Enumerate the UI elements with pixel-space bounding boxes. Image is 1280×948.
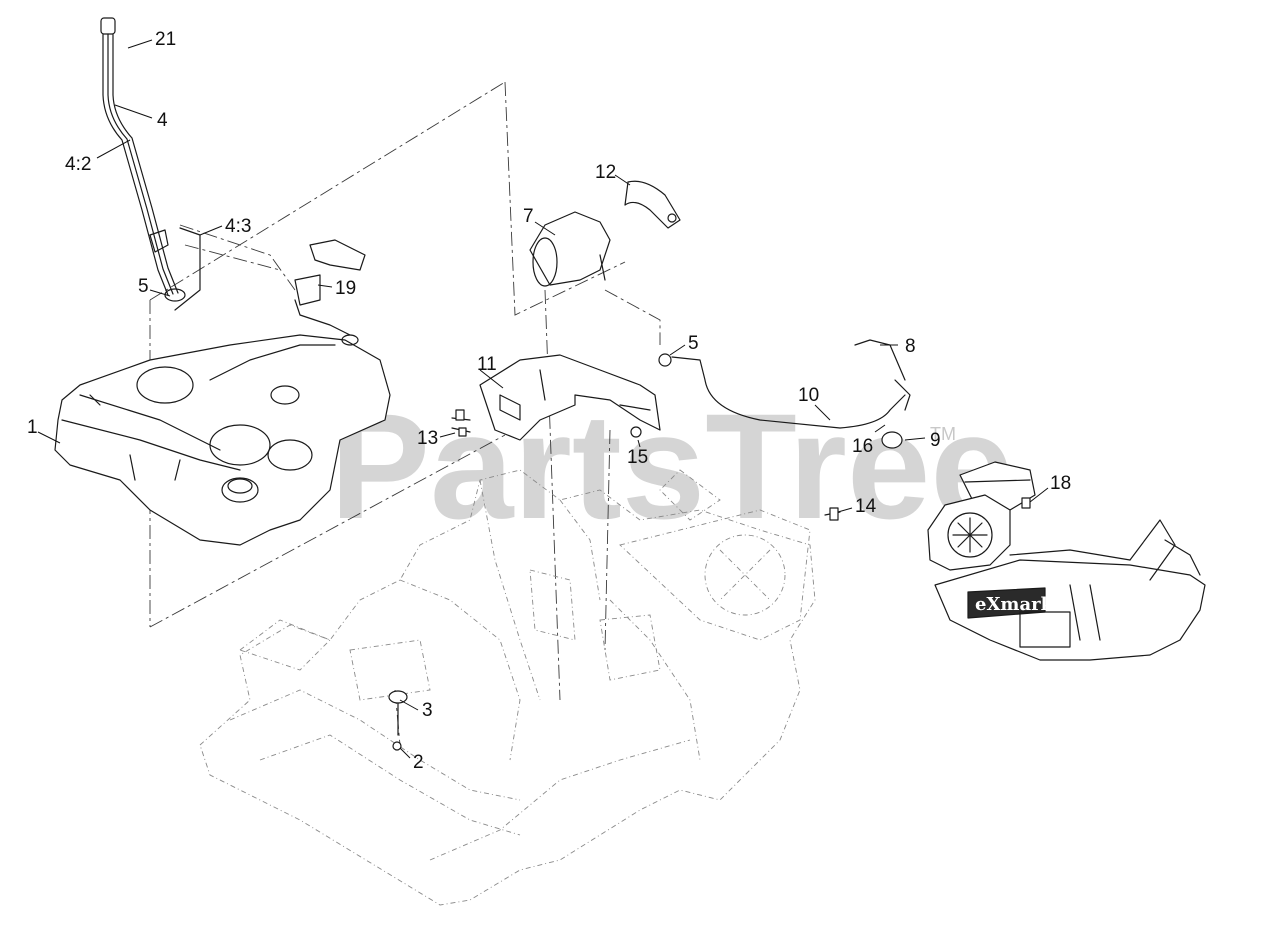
callout-13: 13 [417, 428, 438, 449]
watermark: PartsTree TM [330, 382, 1014, 550]
engine-brand-label: eXmark [975, 594, 1054, 615]
callout-labels: 21 4 4:2 4:3 5 19 1 12 7 5 8 11 10 13 15… [27, 29, 1071, 773]
callout-9: 9 [930, 430, 941, 451]
fasteners [388, 409, 841, 751]
callout-4-2: 4:2 [65, 154, 91, 175]
callout-19: 19 [335, 278, 356, 299]
callout-18: 18 [1050, 473, 1071, 494]
callout-2: 2 [413, 752, 424, 773]
callout-15: 15 [627, 447, 648, 468]
leader-lines [37, 39, 1049, 759]
fuel-tank [54, 334, 391, 546]
callout-8: 8 [905, 336, 916, 357]
callout-16: 16 [852, 436, 873, 457]
bracket-19 [294, 239, 366, 336]
callout-21: 21 [155, 29, 176, 50]
callout-4: 4 [157, 110, 168, 131]
callout-3: 3 [422, 700, 433, 721]
engine: eXmark [927, 461, 1206, 661]
mount-bracket [479, 354, 661, 441]
callout-12: 12 [595, 162, 616, 183]
callout-5-left: 5 [138, 276, 149, 297]
callout-7: 7 [523, 206, 534, 227]
filter-9 [881, 431, 903, 449]
callout-11: 11 [477, 354, 497, 375]
callout-4-3: 4:3 [225, 216, 251, 237]
canister-strap [624, 180, 681, 229]
callout-5-right: 5 [688, 333, 699, 354]
vent-hose [658, 339, 911, 429]
watermark-tm: TM [930, 424, 956, 444]
watermark-text: PartsTree [330, 382, 1014, 550]
callout-1: 1 [27, 417, 38, 438]
callout-10: 10 [798, 385, 819, 406]
callout-14: 14 [855, 496, 877, 517]
filler-hose [100, 17, 201, 311]
mower-frame [199, 469, 816, 906]
charcoal-canister [529, 211, 611, 287]
